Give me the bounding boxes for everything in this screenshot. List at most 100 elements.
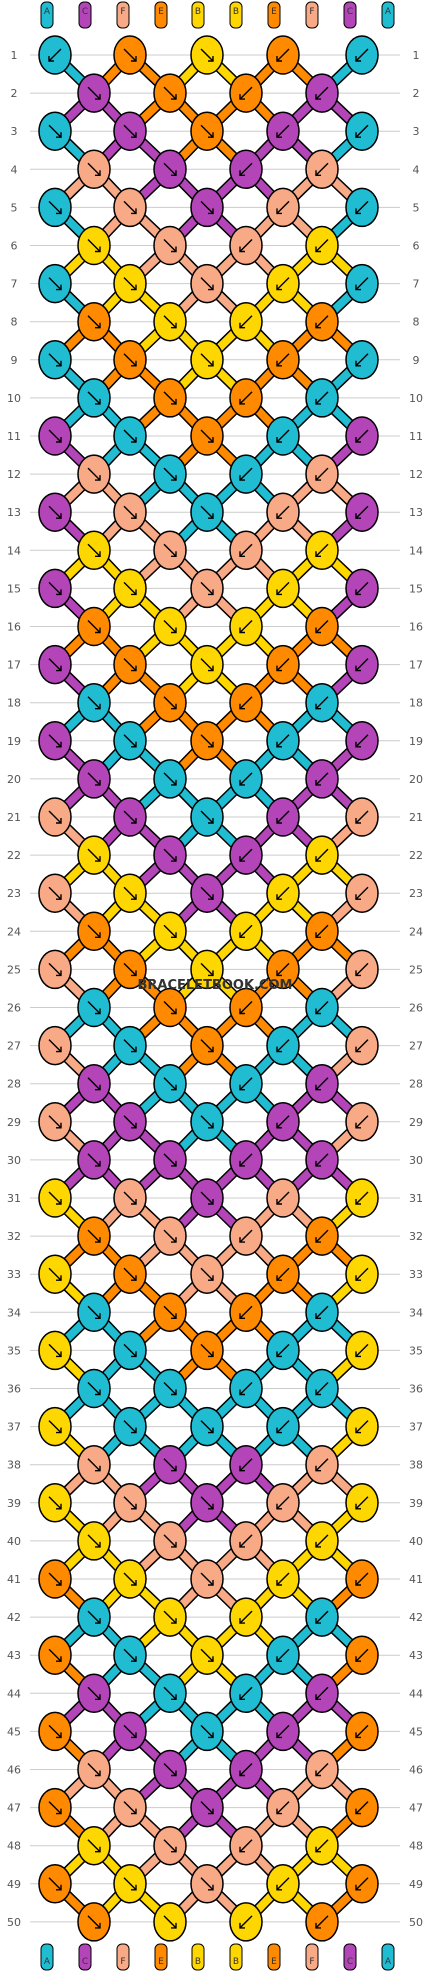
knot-arrow <box>355 505 369 519</box>
knot-arrowhead <box>315 398 321 405</box>
strand-tab-label: F <box>309 7 314 17</box>
knot-arrow <box>276 962 290 976</box>
knot-arrowhead <box>276 132 282 138</box>
knot-arrow <box>200 353 214 367</box>
knot-arrow <box>315 1229 329 1243</box>
knot-arrow <box>355 1191 369 1205</box>
knot-arrowhead <box>315 627 321 634</box>
knot-arrowhead <box>171 398 177 405</box>
knot-arrowhead <box>171 475 177 481</box>
knot-arrowhead <box>276 1808 282 1815</box>
knot-arrowhead <box>315 94 321 100</box>
knot-arrowhead <box>171 856 177 862</box>
knot-arrow <box>123 353 137 367</box>
knot-arrow <box>276 124 290 138</box>
knot-arrowhead <box>95 1237 101 1243</box>
knot-arrowhead <box>315 322 321 329</box>
knot-arrowhead <box>208 894 214 900</box>
knot-arrowhead <box>95 322 101 329</box>
strand-tab <box>40 1943 54 1971</box>
row-number-left: 9 <box>11 354 18 367</box>
knot-arrowhead <box>355 665 361 672</box>
row-number-right: 30 <box>409 1154 423 1167</box>
knot-arrowhead <box>315 779 321 786</box>
knot-arrow <box>48 1267 62 1281</box>
knot-arrowhead <box>56 970 62 977</box>
knot-arrowhead <box>208 741 214 748</box>
knot-arrow <box>123 1801 137 1815</box>
knot-arrowhead <box>131 284 137 291</box>
row-number-right: 11 <box>409 430 423 443</box>
knot-arrowhead <box>315 1389 321 1396</box>
row-number-left: 31 <box>7 1192 21 1205</box>
knot-arrow <box>200 1039 214 1053</box>
knot-arrowhead <box>239 1846 245 1853</box>
knot-arrowhead <box>208 1275 214 1281</box>
knot-arrow <box>200 1267 214 1281</box>
knot-arrow <box>355 1343 369 1357</box>
knot-arrow <box>355 277 369 291</box>
knot-arrow <box>200 734 214 748</box>
knot-arrowhead <box>315 1008 321 1015</box>
knot-arrow <box>163 1305 177 1319</box>
row-number-left: 16 <box>7 621 21 634</box>
knot-arrow <box>87 1382 101 1395</box>
row-number-right: 40 <box>409 1535 423 1548</box>
knot-arrow <box>123 1191 137 1205</box>
knot-arrow <box>239 924 253 938</box>
knot-arrowhead <box>239 1084 245 1091</box>
knot-arrow <box>239 543 253 557</box>
strand-tab <box>343 1 357 29</box>
row-number-right: 45 <box>409 1725 423 1738</box>
knot-arrow <box>48 810 62 824</box>
knot-arrow <box>48 1801 62 1815</box>
knot-arrow <box>163 1077 177 1091</box>
knot-arrowhead <box>56 1808 62 1815</box>
knot-arrow <box>123 48 137 62</box>
knot-arrow <box>48 962 62 976</box>
knot-arrowhead <box>355 360 361 367</box>
row-number-right: 14 <box>409 544 423 557</box>
knot-arrowhead <box>276 284 282 291</box>
knot-arrow <box>239 467 253 481</box>
knot-arrow <box>276 810 290 824</box>
knot-arrowhead <box>208 1046 214 1053</box>
row-number-right: 8 <box>413 316 420 329</box>
knot-arrow <box>276 1343 290 1357</box>
row-number-left: 4 <box>11 163 18 176</box>
knot-arrow <box>239 696 253 710</box>
knot-arrowhead <box>131 1122 137 1129</box>
row-number-right: 33 <box>409 1268 423 1281</box>
knot-arrowhead <box>239 627 245 634</box>
knot-arrow <box>87 1686 101 1700</box>
strand-tab <box>154 1943 168 1971</box>
knot-arrow <box>276 1420 290 1434</box>
row-number-right: 13 <box>409 506 423 519</box>
row-number-right: 34 <box>409 1306 423 1319</box>
knot-arrowhead <box>208 1199 214 1205</box>
knot-arrow <box>87 86 101 100</box>
knot-arrow <box>355 1877 369 1891</box>
knot-arrowhead <box>315 1770 321 1777</box>
row-number-right: 31 <box>409 1192 423 1205</box>
row-number-left: 32 <box>7 1230 21 1243</box>
knot-arrowhead <box>171 1465 177 1472</box>
knot-arrowhead <box>208 208 214 215</box>
strand-tab <box>154 1 168 29</box>
knot-arrow <box>200 886 214 900</box>
knot-arrow <box>315 162 329 176</box>
knot-arrow <box>123 1496 137 1510</box>
knot-arrow <box>123 581 137 595</box>
knot-arrowhead <box>239 856 245 862</box>
knot-arrowhead <box>355 1808 361 1815</box>
knot-arrow <box>163 1153 177 1167</box>
knot-arrow <box>123 1420 137 1434</box>
knot-arrowhead <box>239 1008 245 1015</box>
strand-tab-label: A <box>44 7 51 17</box>
knot-arrowhead <box>208 1122 214 1129</box>
knot-arrow <box>163 1229 177 1243</box>
row-number-right: 44 <box>409 1687 423 1700</box>
knot-arrowhead <box>131 1351 137 1358</box>
row-number-right: 19 <box>409 735 423 748</box>
